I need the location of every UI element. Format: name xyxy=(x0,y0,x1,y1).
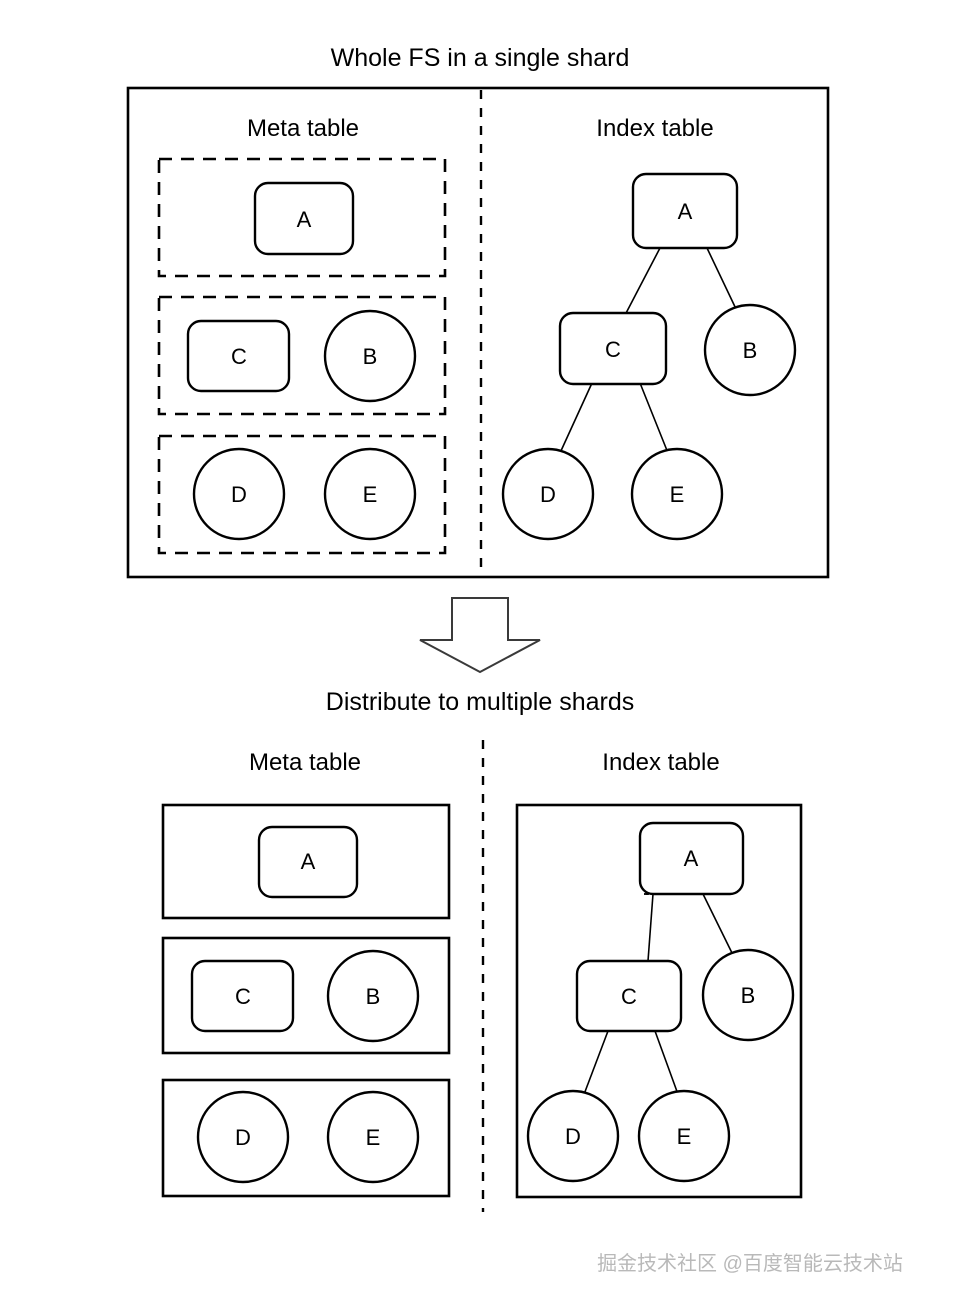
tree-edge-C-E xyxy=(639,382,669,454)
top-index-table-title: Index table xyxy=(596,115,713,142)
tree-edge-A-B xyxy=(706,247,738,312)
node-C-label: C xyxy=(605,337,621,362)
node-A-rect[interactable] xyxy=(253,181,355,256)
watermark-text: 掘金技术社区 @百度智能云技术站 xyxy=(597,1252,903,1275)
dashed-group-box xyxy=(157,157,447,278)
node-A-label: A xyxy=(678,199,693,224)
tree-edge-C-D xyxy=(582,1030,609,1098)
bottom-index-tree: A C B D E xyxy=(515,803,803,1199)
shard-box xyxy=(161,936,451,1055)
bottom-meta-shard-box-3: D E xyxy=(161,1078,451,1198)
node-E-label: E xyxy=(363,482,378,507)
top-meta-table-title: Meta table xyxy=(247,115,359,142)
node-A-rect[interactable] xyxy=(257,825,359,899)
node-D-label: D xyxy=(565,1124,581,1149)
middle-caption: Distribute to multiple shards xyxy=(326,688,634,716)
node-B-circle[interactable] xyxy=(323,309,417,403)
node-B-circle[interactable] xyxy=(701,948,795,1042)
node-E-circle[interactable] xyxy=(323,447,417,541)
node-A-label: A xyxy=(301,849,316,874)
tree-edge-C-D xyxy=(559,382,593,454)
tree-edge-A-C xyxy=(647,893,654,962)
node-A-label: A xyxy=(684,846,699,871)
bottom-meta-shard-box-1: A xyxy=(161,803,451,920)
node-E-label: E xyxy=(670,482,685,507)
node-C-label: C xyxy=(621,984,637,1009)
node-D-circle[interactable] xyxy=(196,1090,290,1184)
node-D-label: D xyxy=(540,482,556,507)
tree-edge-C-E xyxy=(654,1030,680,1098)
shard-box xyxy=(161,1078,451,1198)
node-E-circle[interactable] xyxy=(630,447,724,541)
node-E-label: E xyxy=(366,1125,381,1150)
index-tree-frame xyxy=(515,803,803,1199)
node-D-label: D xyxy=(231,482,247,507)
node-B-label: B xyxy=(363,344,378,369)
node-C-label: C xyxy=(235,984,251,1009)
node-D-circle[interactable] xyxy=(192,447,286,541)
node-A-label: A xyxy=(297,207,312,232)
top-index-tree: A C B D E xyxy=(501,172,797,541)
node-D-circle[interactable] xyxy=(501,447,595,541)
bottom-meta-shard-box-2: C B xyxy=(161,936,451,1055)
node-E-circle[interactable] xyxy=(637,1089,731,1183)
node-E-circle[interactable] xyxy=(326,1090,420,1184)
dashed-group-box xyxy=(157,434,447,555)
node-B-label: B xyxy=(366,984,381,1009)
node-B-label: B xyxy=(743,338,758,363)
shard-box xyxy=(161,803,451,920)
tree-edge-A-B xyxy=(702,893,734,956)
tree-edge-A-C xyxy=(623,247,661,318)
top-meta-shard-group-3: D E xyxy=(157,434,447,555)
node-C-rect[interactable] xyxy=(575,959,683,1033)
node-B-label: B xyxy=(741,983,756,1008)
top-meta-shard-group-1: A xyxy=(157,157,447,278)
node-B-circle[interactable] xyxy=(703,303,797,397)
node-C-label: C xyxy=(231,344,247,369)
top-caption: Whole FS in a single shard xyxy=(331,44,630,72)
node-A-rect[interactable] xyxy=(638,821,745,896)
node-C-rect[interactable] xyxy=(558,311,668,386)
node-C-rect[interactable] xyxy=(190,959,295,1033)
node-E-label: E xyxy=(677,1124,692,1149)
node-D-label: D xyxy=(235,1125,251,1150)
top-meta-shard-group-2: C B xyxy=(157,295,447,416)
node-D-circle[interactable] xyxy=(526,1089,620,1183)
dashed-group-box xyxy=(157,295,447,416)
down-arrow-icon xyxy=(419,597,541,674)
bottom-index-table-title: Index table xyxy=(602,749,719,776)
bottom-meta-table-title: Meta table xyxy=(249,749,361,776)
top-outer-frame xyxy=(126,86,830,579)
node-C-rect[interactable] xyxy=(186,319,291,393)
node-A-rect[interactable] xyxy=(631,172,739,250)
node-B-circle[interactable] xyxy=(326,949,420,1043)
